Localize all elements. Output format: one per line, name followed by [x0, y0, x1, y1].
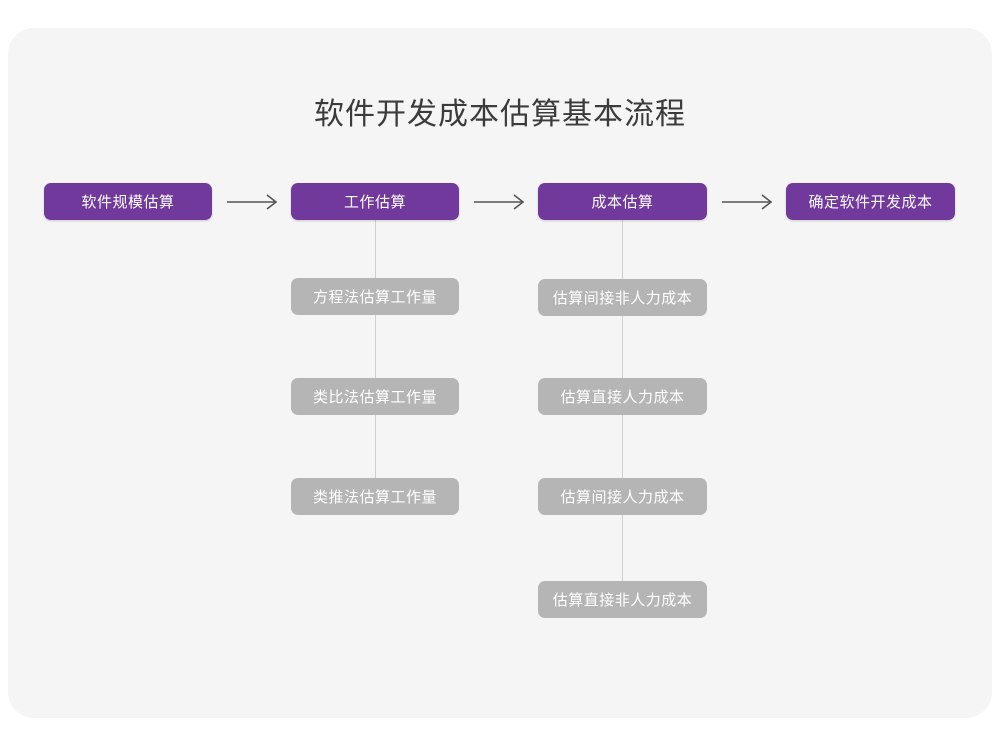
branch-node-indirect-labor-cost[interactable]: 估算间接人力成本	[538, 478, 707, 515]
flow-node-work-estimation[interactable]: 工作估算	[291, 183, 459, 220]
branch-node-extrapolation-method-workload[interactable]: 类推法估算工作量	[291, 478, 459, 515]
arrow-right-icon-3	[721, 193, 777, 211]
arrow-right-icon-1	[226, 193, 282, 211]
branch-node-direct-labor-cost[interactable]: 估算直接人力成本	[538, 378, 707, 415]
branch-node-analogy-method-workload[interactable]: 类比法估算工作量	[291, 378, 459, 415]
branch-node-indirect-nonlabor-cost[interactable]: 估算间接非人力成本	[538, 279, 707, 316]
connector-line-cost-branch	[622, 220, 623, 612]
flow-node-software-scale-estimation[interactable]: 软件规模估算	[44, 183, 212, 220]
flow-node-cost-estimation[interactable]: 成本估算	[538, 183, 707, 220]
connector-line-work-branch	[375, 220, 376, 510]
branch-node-equation-method-workload[interactable]: 方程法估算工作量	[291, 278, 459, 315]
content-card	[8, 28, 992, 718]
flow-node-determine-development-cost[interactable]: 确定软件开发成本	[786, 183, 955, 220]
arrow-right-icon-2	[473, 193, 529, 211]
branch-node-direct-nonlabor-cost[interactable]: 估算直接非人力成本	[538, 581, 707, 618]
page-title: 软件开发成本估算基本流程	[314, 98, 686, 131]
